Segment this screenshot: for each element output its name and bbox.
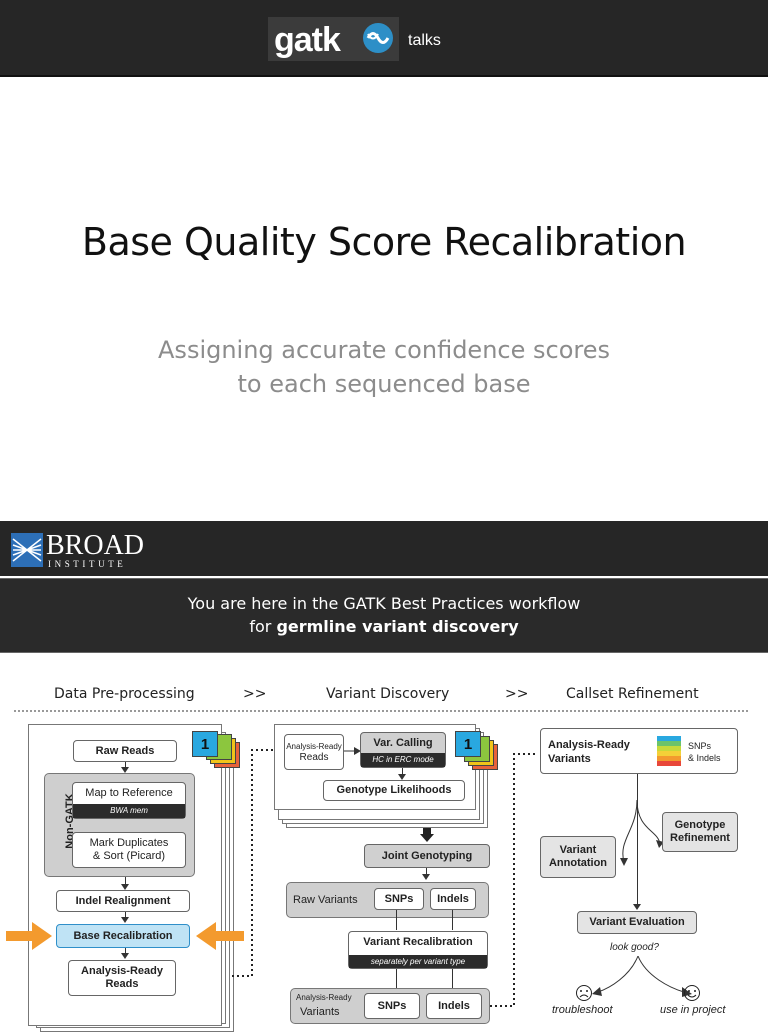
raw-variants-label: Raw Variants — [293, 894, 358, 906]
indels-box: Indels — [430, 888, 476, 910]
variant-color-scale-icon — [657, 736, 681, 766]
indel-realignment-box: Indel Realignment — [56, 890, 190, 912]
highlight-arrow-left-icon — [6, 922, 52, 950]
phase-separator: >> — [505, 686, 529, 702]
workflow-banner — [0, 578, 768, 653]
separately-per-type-band: separately per variant type — [349, 955, 487, 968]
mark-duplicates-box: Mark Duplicates & Sort (Picard) — [72, 832, 186, 868]
sample-count-badge: 1 — [455, 731, 481, 757]
broad-header-bar — [0, 521, 768, 576]
arrow — [125, 948, 126, 956]
mark-duplicates-line1: Mark Duplicates — [89, 837, 169, 849]
arrow-tip — [121, 884, 129, 890]
dotted-connector — [232, 749, 276, 977]
logo-suffix: talks — [408, 32, 441, 49]
ar-variants-title: Analysis-Ready Variants — [548, 738, 630, 766]
bwa-mem-band: BWA mem — [73, 804, 185, 818]
genotype-likelihoods-box: Genotype Likelihoods — [323, 780, 465, 801]
banner-line2-prefix: for — [249, 617, 277, 636]
arrow — [125, 912, 126, 920]
phase-separator: >> — [243, 686, 267, 702]
arrow — [452, 910, 453, 930]
analysis-ready-variants-box — [540, 728, 738, 774]
banner-line1: You are here in the GATK Best Practices … — [187, 594, 581, 613]
snps-box: SNPs — [364, 993, 420, 1019]
hc-erc-band: HC in ERC mode — [361, 753, 445, 767]
ar-variants-label-line2: Variants — [300, 1006, 340, 1018]
ar-var-line2: Variants — [548, 753, 591, 765]
broad-logo-icon — [11, 533, 43, 567]
arrow-tip — [121, 953, 129, 959]
base-recalibration-box: Base Recalibration — [56, 924, 190, 948]
phase-divider — [14, 710, 748, 712]
banner-line2: for germline variant discovery — [0, 617, 768, 636]
genotype-refinement-box: Genotype Refinement — [662, 812, 738, 852]
joint-genotyping-box: Joint Genotyping — [364, 844, 490, 868]
phase-refinement: Callset Refinement — [566, 686, 699, 702]
snps-indels-line1: SNPs — [688, 741, 712, 751]
variant-annotation-box: Variant Annotation — [540, 836, 616, 878]
ar-small-line2: Reads — [299, 752, 329, 763]
mark-duplicates-line2: & Sort (Picard) — [92, 850, 166, 862]
arrow-tip — [121, 767, 129, 773]
slide-subtitle-line1: Assigning accurate confidence scores — [158, 336, 610, 364]
use-in-project-label: use in project — [660, 1004, 726, 1016]
ar-small-line1: Analysis-Ready — [286, 742, 342, 751]
snps-indels-line2: & Indels — [688, 753, 721, 763]
snps-box: SNPs — [374, 888, 424, 910]
smile-face-icon — [684, 985, 700, 1001]
arrow — [402, 768, 403, 776]
banner-line2-bold: germline variant discovery — [276, 617, 519, 636]
arrow-tip — [633, 904, 641, 910]
look-good-label: look good? — [610, 942, 659, 953]
slide-title: Base Quality Score Recalibration — [81, 220, 687, 264]
gatk-swirl-icon — [363, 23, 393, 53]
broad-logo-text: BROAD — [46, 530, 145, 561]
ar-var-line1: Analysis-Ready — [548, 739, 630, 751]
frown-face-icon — [576, 985, 592, 1001]
highlight-arrow-right-icon — [196, 922, 244, 950]
arrow-tip — [398, 774, 406, 780]
arrow — [396, 969, 397, 989]
arrow-tip — [422, 874, 430, 880]
indels-box: Indels — [426, 993, 482, 1019]
geno-ref-line2: Refinement — [670, 832, 730, 844]
refinement-curves — [620, 800, 664, 866]
phase-preprocessing: Data Pre-processing — [54, 686, 195, 702]
arrow — [125, 877, 126, 887]
arrow — [426, 868, 427, 876]
dotted-connector — [490, 753, 536, 1007]
geno-ref-line1: Genotype — [674, 819, 726, 831]
raw-reads-box: Raw Reads — [73, 740, 177, 762]
arrow-down-bold-icon — [420, 828, 434, 842]
gatk-logo-text: gatk — [274, 21, 341, 59]
arrow — [637, 774, 638, 906]
var-annot-line1: Variant — [559, 844, 597, 856]
arrow — [125, 762, 126, 770]
ar-variants-label-line1: Analysis-Ready — [296, 993, 352, 1002]
ar-reads-line1: Analysis-Ready — [81, 965, 163, 977]
analysis-ready-reads-small-box: Analysis-Ready Reads — [284, 734, 344, 770]
ar-reads-line2: Reads — [105, 978, 139, 990]
phase-discovery: Variant Discovery — [326, 686, 450, 702]
var-annot-line2: Annotation — [548, 857, 608, 869]
slide-subtitle-line2: to each sequenced base — [237, 370, 531, 398]
arrow-right-icon — [344, 747, 361, 755]
arrow — [396, 910, 397, 930]
arrow-tip — [121, 917, 129, 923]
analysis-ready-reads-box: Analysis-Ready Reads — [68, 960, 176, 996]
sample-count-badge: 1 — [192, 731, 218, 757]
arrow — [452, 969, 453, 989]
broad-logo-subtext: INSTITUTE — [48, 559, 127, 569]
variant-evaluation-box: Variant Evaluation — [577, 911, 697, 934]
troubleshoot-label: troubleshoot — [552, 1004, 613, 1016]
snps-indels-label: SNPs & Indels — [688, 740, 721, 764]
